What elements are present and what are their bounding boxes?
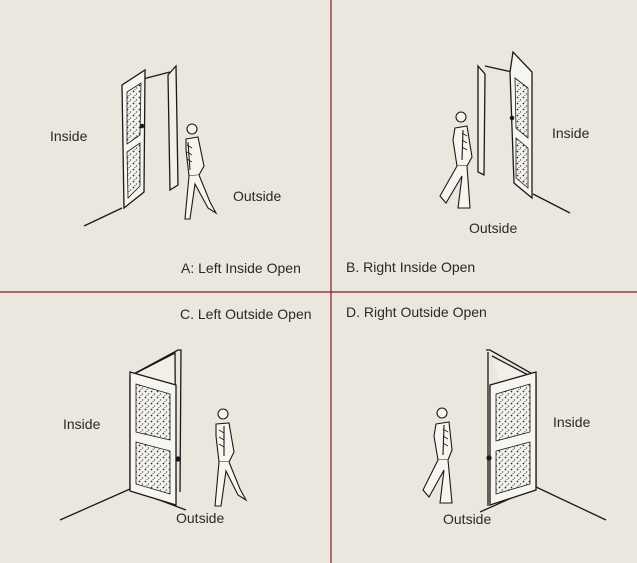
panel-b-drawing bbox=[439, 50, 571, 214]
panel-c-person bbox=[214, 408, 248, 507]
panel-b-outside-label: Outside bbox=[469, 220, 518, 236]
panel-a-caption: A: Left Inside Open bbox=[181, 260, 301, 276]
panel-a-inside-label: Inside bbox=[50, 128, 88, 144]
panel-b-caption: B. Right Inside Open bbox=[346, 259, 476, 275]
panel-d-drawing bbox=[422, 349, 607, 521]
panel-b-inside-label: Inside bbox=[552, 125, 590, 141]
panel-c-caption: C. Left Outside Open bbox=[180, 306, 312, 322]
panel-c-outside-label: Outside bbox=[176, 510, 225, 526]
panel-c-inside-label: Inside bbox=[63, 416, 101, 432]
panel-a-drawing bbox=[83, 64, 218, 227]
panel-d-person bbox=[422, 407, 453, 504]
panel-d-outside-label: Outside bbox=[443, 511, 492, 527]
panel-c-drawing bbox=[59, 349, 248, 521]
panel-d-caption: D. Right Outside Open bbox=[346, 304, 487, 320]
panel-a-outside-label: Outside bbox=[233, 188, 282, 204]
panel-d-inside-label: Inside bbox=[553, 414, 591, 430]
panel-b-person bbox=[439, 111, 473, 209]
panel-a-person bbox=[184, 123, 218, 220]
